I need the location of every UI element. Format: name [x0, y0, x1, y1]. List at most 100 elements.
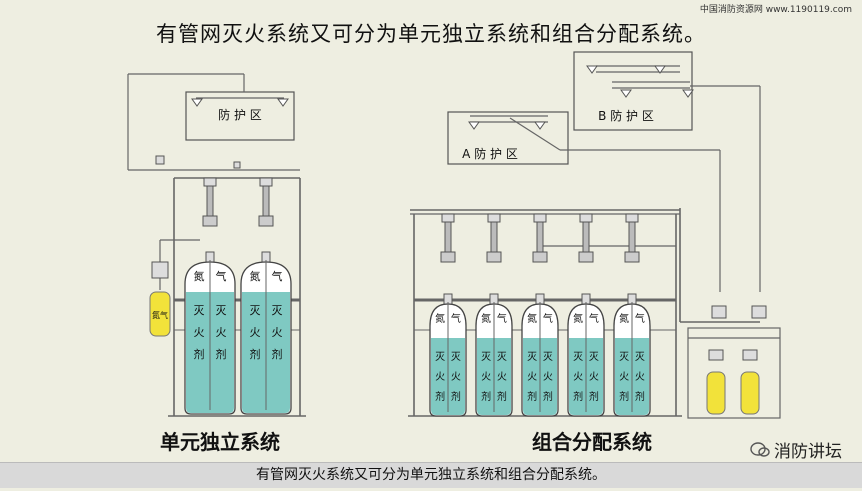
- agent-label: 灭: [272, 304, 283, 317]
- pilot-solenoid-icon: [742, 349, 758, 361]
- site-watermark: 中国消防资源网 www.1190119.com: [699, 5, 852, 15]
- agent-label: 剂: [451, 390, 461, 403]
- agent-label: 灭: [589, 351, 599, 363]
- nozzle-icon: [654, 65, 666, 74]
- valve-icon: [625, 213, 639, 223]
- agent-label: 剂: [194, 347, 205, 361]
- pilot-cylinder: [706, 371, 726, 415]
- valve-icon: [203, 177, 217, 187]
- agent-label: 灭: [216, 304, 227, 317]
- gas-label: 气: [451, 312, 461, 325]
- hose-icon: [490, 221, 498, 253]
- agent-label: 灭: [527, 351, 537, 363]
- agent-label: 火: [194, 326, 205, 339]
- selector-valve-a-icon: [711, 305, 727, 319]
- valve-icon: [441, 213, 455, 223]
- gas-label: 气: [589, 312, 599, 325]
- container-valve-icon: [486, 251, 502, 263]
- gas-label: 氮: [527, 312, 537, 325]
- agent-label: 火: [573, 371, 583, 383]
- agent-cylinder: 氮气灭灭火火剂剂: [613, 293, 651, 417]
- agent-label: 灭: [497, 351, 507, 363]
- caption-bar: 有管网灭火系统又可分为单元独立系统和组合分配系统。: [0, 462, 862, 488]
- agent-cylinder: 氮气灭灭火火剂剂: [521, 293, 559, 417]
- gas-label: 气: [543, 312, 553, 325]
- hose-icon: [582, 221, 590, 253]
- agent-label: 剂: [216, 347, 227, 361]
- agent-label: 火: [272, 326, 283, 339]
- valve-icon: [487, 213, 501, 223]
- combined-system-drawing: B 防 护 区A 防 护 区氮气灭灭火火剂剂氮气灭灭火火剂剂氮气灭灭火火剂剂氮气…: [408, 51, 781, 419]
- container-valve-icon: [578, 251, 594, 263]
- agent-label: 剂: [435, 390, 445, 403]
- container-valve-icon: [258, 215, 274, 227]
- agent-label: 灭: [635, 351, 645, 363]
- agent-label: 灭: [573, 351, 583, 363]
- agent-label: 灭: [194, 304, 205, 317]
- agent-label: 剂: [589, 390, 599, 403]
- page-title: 有管网灭火系统又可分为单元独立系统和组合分配系统。: [156, 22, 706, 46]
- nozzle-icon: [620, 89, 632, 98]
- solenoid-valve-icon: [151, 261, 169, 279]
- agent-label: 剂: [573, 390, 583, 403]
- pilot-cylinder: [149, 291, 171, 337]
- agent-label: 火: [497, 371, 507, 383]
- zone-a-box: [447, 111, 569, 165]
- agent-label: 灭: [619, 351, 629, 363]
- pilot-cylinder-label: 氮气: [152, 310, 168, 320]
- agent-label: 火: [435, 371, 445, 383]
- valve-icon: [259, 177, 273, 187]
- gas-label: 氮: [194, 269, 205, 283]
- agent-label: 火: [451, 371, 461, 383]
- agent-label: 剂: [497, 390, 507, 403]
- nozzle-icon: [586, 65, 598, 74]
- agent-label: 火: [216, 326, 227, 339]
- agent-label: 剂: [635, 390, 645, 403]
- zone-b-label: B 防 护 区: [598, 108, 654, 123]
- gas-label: 氮: [435, 312, 445, 325]
- caption-text: 有管网灭火系统又可分为单元独立系统和组合分配系统。: [256, 467, 606, 483]
- container-valve-icon: [202, 215, 218, 227]
- independent-system-label: 单元独立系统: [160, 430, 280, 454]
- valve-icon: [533, 213, 547, 223]
- agent-label: 剂: [543, 390, 553, 403]
- hose-icon: [536, 221, 544, 253]
- agent-label: 火: [527, 371, 537, 383]
- agent-cylinder: 氮气灭灭火火剂剂: [429, 293, 467, 417]
- zone-a-label: A 防 护 区: [462, 146, 518, 161]
- supply-pipe-a: [509, 117, 561, 151]
- gas-label: 氮: [573, 312, 583, 325]
- agent-label: 火: [635, 371, 645, 383]
- container-valve-icon: [624, 251, 640, 263]
- check-valve-icon: [233, 161, 241, 169]
- agent-label: 剂: [272, 347, 283, 361]
- agent-cylinder: 氮气灭灭火火剂剂: [475, 293, 513, 417]
- nozzle-icon: [191, 98, 203, 107]
- agent-label: 灭: [543, 351, 553, 363]
- pilot-cabinet: [687, 327, 781, 419]
- gas-label: 气: [635, 312, 645, 325]
- chat-bubble-icon: [750, 441, 770, 457]
- gas-label: 氮: [250, 269, 261, 283]
- hose-icon: [444, 221, 452, 253]
- nozzle-icon: [534, 121, 546, 130]
- gas-label: 气: [216, 269, 227, 283]
- hose-icon: [628, 221, 636, 253]
- agent-label: 剂: [619, 390, 629, 403]
- protected-zone-box: [185, 91, 295, 141]
- agent-cylinder: 氮气灭灭火火剂剂: [184, 251, 236, 415]
- agent-label: 火: [589, 371, 599, 383]
- pilot-cylinder: [740, 371, 760, 415]
- gas-label: 氮: [481, 312, 491, 325]
- protected-zone-label: 防 护 区: [218, 107, 262, 122]
- agent-cylinder: 氮气灭灭火火剂剂: [567, 293, 605, 417]
- hose-icon: [206, 185, 214, 217]
- brand: 消防讲坛: [750, 437, 842, 462]
- agent-label: 剂: [250, 347, 261, 361]
- nozzle-icon: [468, 121, 480, 130]
- agent-label: 火: [543, 371, 553, 383]
- gas-label: 气: [497, 312, 507, 325]
- pressure-switch-icon: [155, 155, 165, 165]
